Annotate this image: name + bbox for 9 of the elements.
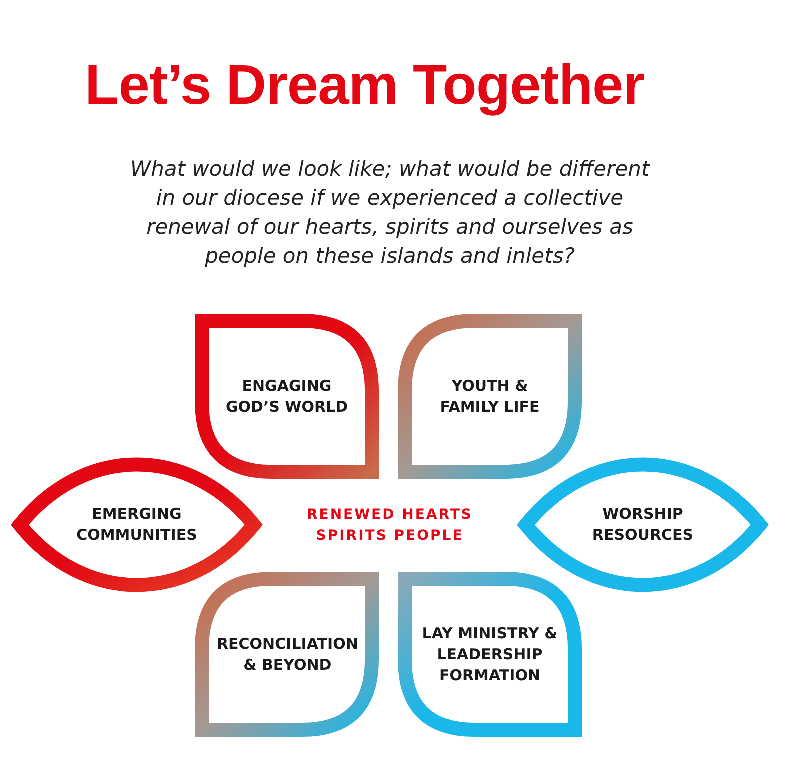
petal-label: LAY MINISTRY & LEADERSHIP FORMATION xyxy=(421,623,559,686)
petal-label: WORSHIP RESOURCES xyxy=(591,504,695,546)
title: Let’s Dream Together xyxy=(85,52,644,117)
petal-label: RECONCILIATION & BEYOND xyxy=(217,634,358,676)
center-theme: RENEWED HEARTS SPIRITS PEOPLE xyxy=(306,506,474,546)
intro-question: What would we look like; what would be different in our diocese if we experienced a collective renewal of our hearts, spirits and ourselves as people on these islands and inlets? xyxy=(129,156,652,270)
petal-label: ENGAGING GOD’S WORLD xyxy=(224,376,350,418)
petal-label: YOUTH & FAMILY LIFE xyxy=(439,376,541,418)
petal-label: EMERGING COMMUNITIES xyxy=(76,504,198,546)
